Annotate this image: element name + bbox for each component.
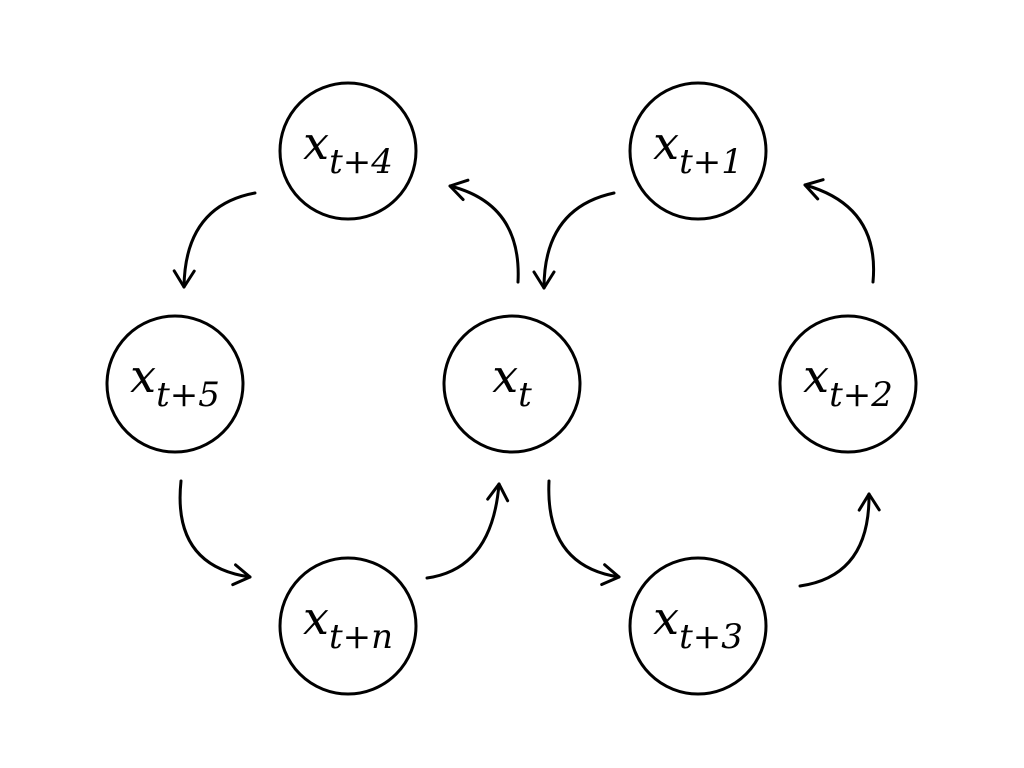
- arrowhead-icon: [172, 269, 196, 289]
- node-circle: [778, 314, 918, 454]
- node-circle: [278, 81, 418, 221]
- node-label-subscript: t: [518, 375, 532, 415]
- edge-curve: [182, 191, 257, 289]
- node-x-t-plus-n: xt+n: [278, 556, 418, 696]
- node-circle: [105, 314, 245, 454]
- node-circle: [278, 556, 418, 696]
- node-circle: [628, 556, 768, 696]
- node-label: xt+n: [303, 591, 393, 657]
- node-x-t-plus-4: xt+4: [278, 81, 418, 221]
- node-label: xt+4: [303, 116, 393, 182]
- node-circle: [628, 81, 768, 221]
- node-circle: [442, 314, 582, 454]
- edge-curve: [803, 183, 876, 284]
- edge-curve: [178, 479, 252, 579]
- node-label: xt+3: [653, 591, 743, 657]
- arrowhead-icon: [600, 563, 621, 587]
- edge-xt-to-xt3: [547, 479, 621, 587]
- edge-curve: [425, 482, 501, 580]
- arrowhead-icon: [857, 492, 881, 512]
- node-label: xt+1: [653, 116, 743, 182]
- node-label-base: x: [803, 349, 829, 403]
- node-label: xt: [492, 349, 532, 415]
- node-label-base: x: [492, 349, 518, 403]
- edge-curve: [798, 492, 871, 588]
- arrowhead-icon: [803, 178, 825, 201]
- edge-xt3-to-xt2: [798, 492, 881, 588]
- edge-xtn-to-xt: [425, 482, 510, 580]
- edges-layer: [172, 178, 881, 588]
- node-label-subscript: t+5: [156, 375, 220, 415]
- arrowhead-icon: [448, 178, 470, 202]
- node-label-subscript: t+1: [679, 142, 743, 182]
- node-x-t: xt: [442, 314, 582, 454]
- edge-curve: [547, 479, 621, 579]
- node-label: xt+2: [803, 349, 893, 415]
- arrowhead-icon: [231, 563, 252, 587]
- edge-curve: [542, 191, 616, 290]
- node-label-base: x: [653, 116, 679, 170]
- node-x-t-plus-3: xt+3: [628, 556, 768, 696]
- node-x-t-plus-5: xt+5: [105, 314, 245, 454]
- edge-xt5-to-xtn: [178, 479, 252, 587]
- edge-xt-to-xt4: [448, 178, 520, 284]
- node-label-subscript: t+4: [329, 142, 393, 182]
- edge-curve: [448, 184, 520, 284]
- arrowhead-icon: [486, 482, 510, 503]
- node-label-base: x: [130, 349, 156, 403]
- node-x-t-plus-2: xt+2: [778, 314, 918, 454]
- node-label-base: x: [653, 591, 679, 645]
- node-label-base: x: [303, 116, 329, 170]
- node-x-t-plus-1: xt+1: [628, 81, 768, 221]
- edge-xt1-to-xt: [532, 191, 616, 290]
- edge-xt4-to-xt5: [172, 191, 257, 289]
- node-label-subscript: t+2: [829, 375, 893, 415]
- arrowhead-icon: [532, 270, 556, 290]
- node-label-subscript: t+n: [329, 617, 393, 657]
- edge-xt2-to-xt1: [803, 178, 876, 284]
- node-label: xt+5: [130, 349, 220, 415]
- node-label-base: x: [303, 591, 329, 645]
- node-label-subscript: t+3: [679, 617, 743, 657]
